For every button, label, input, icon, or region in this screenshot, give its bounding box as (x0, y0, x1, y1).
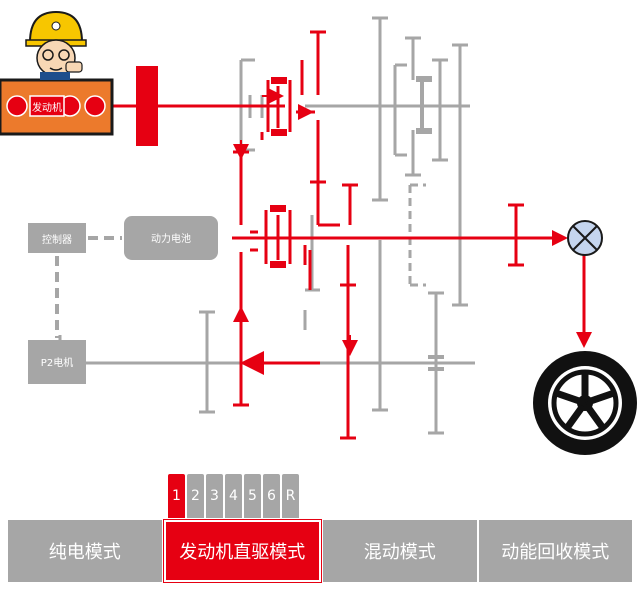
transmission-diagram: 发动机 控制器 动力电池 P2电机 (0, 10, 637, 455)
engine-block: 发动机 (0, 78, 114, 136)
mode-button-1[interactable]: 纯电模式 (8, 520, 162, 582)
inactive-shift-fork (408, 183, 426, 287)
flow-arrows (233, 88, 592, 375)
gear-tab-1[interactable]: 1 (168, 474, 185, 518)
mode-button-3[interactable]: 混动模式 (323, 520, 477, 582)
wheel-icon (533, 351, 637, 455)
mode-button-2[interactable]: 发动机直驱模式 (163, 520, 321, 582)
mode-bar: 纯电模式发动机直驱模式混动模式动能回收模式 (8, 520, 632, 582)
motor-box: P2电机 (28, 340, 86, 384)
battery-label: 动力电池 (151, 232, 191, 245)
engine-label: 发动机 (32, 101, 62, 114)
gear-tab-r[interactable]: R (282, 474, 299, 518)
controller-box: 控制器 (28, 223, 86, 253)
motor-label: P2电机 (41, 356, 73, 369)
engineer-mascot-icon (25, 10, 87, 80)
gear-tab-3[interactable]: 3 (206, 474, 223, 518)
controller-links (55, 236, 122, 338)
gear-tab-2[interactable]: 2 (187, 474, 204, 518)
mode-button-4[interactable]: 动能回收模式 (478, 520, 632, 582)
gear-tab-6[interactable]: 6 (263, 474, 280, 518)
active-synchronizers (270, 77, 287, 268)
engine-flywheel (136, 66, 158, 146)
battery-box: 动力电池 (124, 216, 218, 260)
differential-icon (567, 220, 603, 256)
inactive-synchronizers (416, 76, 444, 371)
gear-tab-5[interactable]: 5 (244, 474, 261, 518)
gear-tab-4[interactable]: 4 (225, 474, 242, 518)
controller-label: 控制器 (42, 233, 72, 246)
